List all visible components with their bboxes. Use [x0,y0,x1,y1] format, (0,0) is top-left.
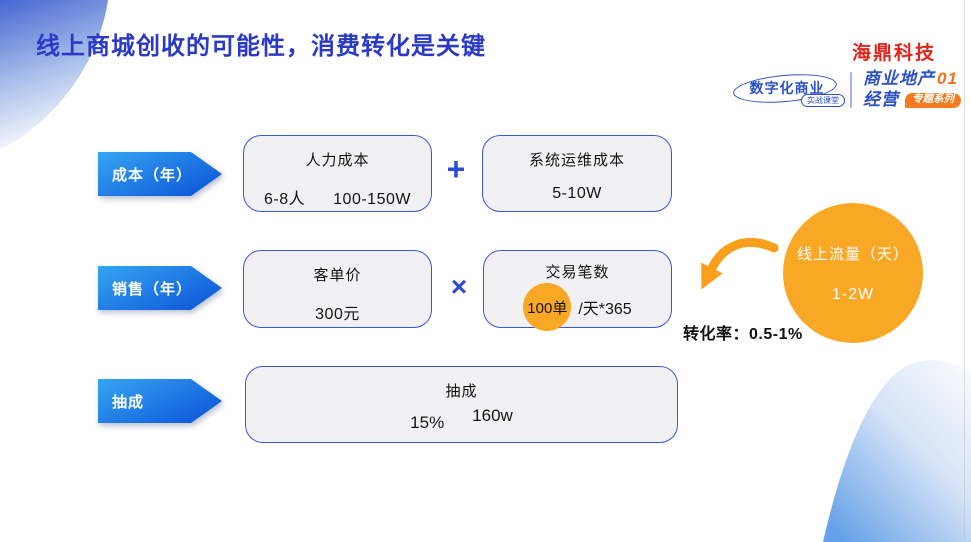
conversion-rate-label: 转化率：0.5-1% [683,326,803,343]
slide-title: 线上商城创收的可能性，消费转化是关键 [36,33,486,60]
traffic-circle: 线上流量（天） 1-2W [783,203,923,343]
series-subtitle-text: 经营 [863,89,899,109]
plus-operator: + [446,151,466,187]
labor-cost-headcount: 6-8人 [264,191,306,208]
traffic-title: 线上流量（天） [796,245,909,263]
program-badge: 数字化商业 实战课堂 [732,70,845,109]
transactions-box: 交易笔数 100单 /天*365 [483,250,672,331]
labor-cost-amount: 100-150W [333,191,411,208]
series-number: 01 [937,69,958,88]
company-name: 海鼎科技 [851,43,936,64]
row-label-commission: 抽成 [98,379,222,423]
multiply-operator: × [450,271,468,302]
transactions-highlight-circle: 100单 [523,283,572,331]
row-label-cost-text: 成本（年） [98,152,222,196]
corner-decoration-bottom-right-icon [823,360,971,542]
corner-decoration-top-left-icon [0,0,108,150]
series-subtitle: 经营 专题系列 [863,89,961,110]
series-pill: 专题系列 [905,92,961,108]
commission-title: 抽成 [445,383,478,400]
transactions-title: 交易笔数 [545,264,610,281]
avg-order-value: 300元 [315,306,360,323]
conversion-arrow-icon [701,238,779,290]
ops-cost-box: 系统运维成本 5-10W [482,135,672,212]
traffic-value: 1-2W [831,285,875,303]
program-name: 数字化商业 [749,79,825,96]
labor-cost-value: 6-8人 100-150W [264,185,411,209]
row-label-cost: 成本（年） [98,152,222,196]
ops-cost-title: 系统运维成本 [528,152,625,169]
commission-rate: 15% [410,413,445,432]
labor-cost-title: 人力成本 [305,152,370,169]
transactions-value-row: 100单 /天*365 [523,283,632,331]
brand-divider [850,71,852,108]
program-subtitle-pill: 实战课堂 [801,93,845,107]
row-label-commission-text: 抽成 [98,379,222,423]
ops-cost-value: 5-10W [552,185,602,202]
labor-cost-box: 人力成本 6-8人 100-150W [243,135,432,212]
avg-order-box: 客单价 300元 [243,250,432,328]
row-label-sales: 销售（年） [98,266,222,310]
avg-order-title: 客单价 [313,267,362,284]
row-label-sales-text: 销售（年） [98,266,222,310]
slide-right-edge [964,0,965,542]
commission-value-row: 15% 160w [410,406,513,433]
commission-amount: 160w [472,406,513,425]
series-title-text: 商业地产 [863,69,935,88]
transactions-suffix: /天*365 [578,301,632,318]
commission-box: 抽成 15% 160w [245,366,678,443]
